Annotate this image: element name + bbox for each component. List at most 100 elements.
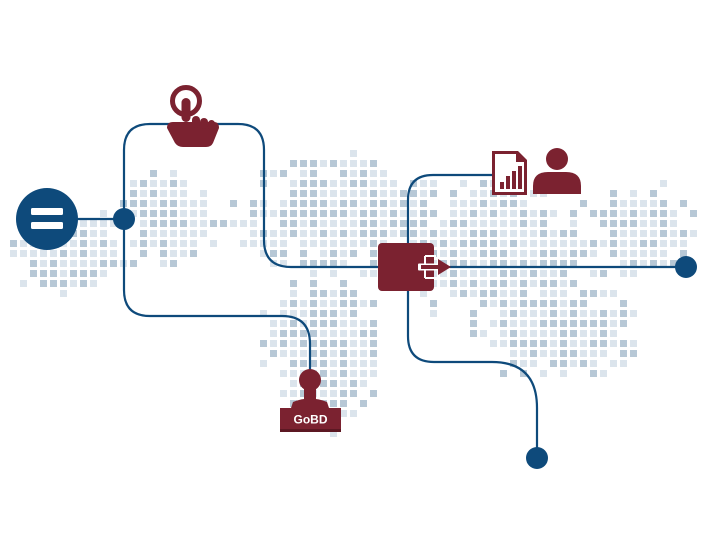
map-pixel (590, 330, 597, 337)
map-pixel (370, 220, 377, 227)
map-pixel (350, 370, 357, 377)
map-pixel (530, 340, 537, 347)
map-pixel (390, 190, 397, 197)
map-pixel (270, 350, 277, 357)
map-pixel (660, 240, 667, 247)
map-pixel (460, 280, 467, 287)
map-pixel (70, 240, 77, 247)
map-pixel (290, 360, 297, 367)
map-pixel (140, 180, 147, 187)
map-pixel (340, 290, 347, 297)
map-pixel (490, 240, 497, 247)
map-pixel (620, 340, 627, 347)
map-pixel (270, 250, 277, 257)
map-pixel (150, 210, 157, 217)
map-pixel (260, 310, 267, 317)
map-pixel (690, 210, 697, 217)
map-pixel (330, 220, 337, 227)
map-pixel (140, 230, 147, 237)
map-pixel (170, 230, 177, 237)
map-pixel (100, 270, 107, 277)
map-pixel (500, 320, 507, 327)
bottom-endpoint-node[interactable] (526, 447, 548, 469)
map-pixel (560, 360, 567, 367)
map-pixel (180, 180, 187, 187)
map-pixel (160, 200, 167, 207)
map-pixel (360, 180, 367, 187)
map-pixel (310, 210, 317, 217)
map-pixel (330, 230, 337, 237)
map-pixel (280, 300, 287, 307)
map-pixel (660, 200, 667, 207)
map-pixel (570, 250, 577, 257)
map-pixel (280, 330, 287, 337)
map-pixel (500, 270, 507, 277)
map-pixel (660, 250, 667, 257)
map-pixel (650, 230, 657, 237)
map-pixel (560, 370, 567, 377)
map-pixel (360, 400, 367, 407)
map-pixel (480, 270, 487, 277)
map-pixel (330, 290, 337, 297)
map-pixel (170, 260, 177, 267)
map-pixel (680, 230, 687, 237)
map-pixel (360, 380, 367, 387)
stamp-icon[interactable]: GoBD (280, 369, 341, 432)
map-pixel (290, 230, 297, 237)
map-pixel (50, 250, 57, 257)
map-pixel (490, 270, 497, 277)
map-pixel (280, 200, 287, 207)
map-pixel (540, 250, 547, 257)
start-node[interactable] (16, 188, 78, 250)
map-pixel (500, 240, 507, 247)
map-pixel (140, 200, 147, 207)
map-pixel (670, 230, 677, 237)
map-pixel (300, 260, 307, 267)
map-pixel (200, 220, 207, 227)
map-pixel (170, 210, 177, 217)
map-pixel (130, 180, 137, 187)
map-pixel (600, 350, 607, 357)
map-pixel (320, 240, 327, 247)
map-pixel (420, 190, 427, 197)
map-pixel (170, 190, 177, 197)
map-pixel (280, 310, 287, 317)
map-pixel (620, 210, 627, 217)
map-pixel (620, 250, 627, 257)
map-pixel (200, 200, 207, 207)
map-pixel (330, 270, 337, 277)
map-pixel (340, 160, 347, 167)
map-pixel (300, 210, 307, 217)
map-pixel (170, 170, 177, 177)
map-pixel (560, 230, 567, 237)
map-pixel (430, 180, 437, 187)
map-pixel (580, 360, 587, 367)
map-pixel (340, 320, 347, 327)
map-pixel (550, 240, 557, 247)
export-box-icon[interactable] (378, 243, 451, 291)
map-pixel (40, 280, 47, 287)
report-chart-icon[interactable] (492, 151, 527, 195)
map-pixel (280, 240, 287, 247)
map-pixel (320, 250, 327, 257)
map-pixel (330, 370, 337, 377)
map-pixel (450, 190, 457, 197)
map-pixel (250, 200, 257, 207)
map-pixel (600, 220, 607, 227)
map-pixel (570, 230, 577, 237)
map-pixel (510, 260, 517, 267)
map-pixel (290, 200, 297, 207)
map-pixel (340, 350, 347, 357)
map-pixel (200, 210, 207, 217)
map-pixel (470, 270, 477, 277)
user-icon[interactable] (533, 148, 581, 194)
map-pixel (270, 320, 277, 327)
map-pixel (610, 200, 617, 207)
map-pixel (560, 250, 567, 257)
map-pixel (630, 240, 637, 247)
map-pixel (410, 190, 417, 197)
map-pixel (530, 260, 537, 267)
pointer-hand-icon[interactable] (167, 85, 219, 148)
right-endpoint-node[interactable] (675, 256, 697, 278)
equals-icon (31, 208, 63, 229)
